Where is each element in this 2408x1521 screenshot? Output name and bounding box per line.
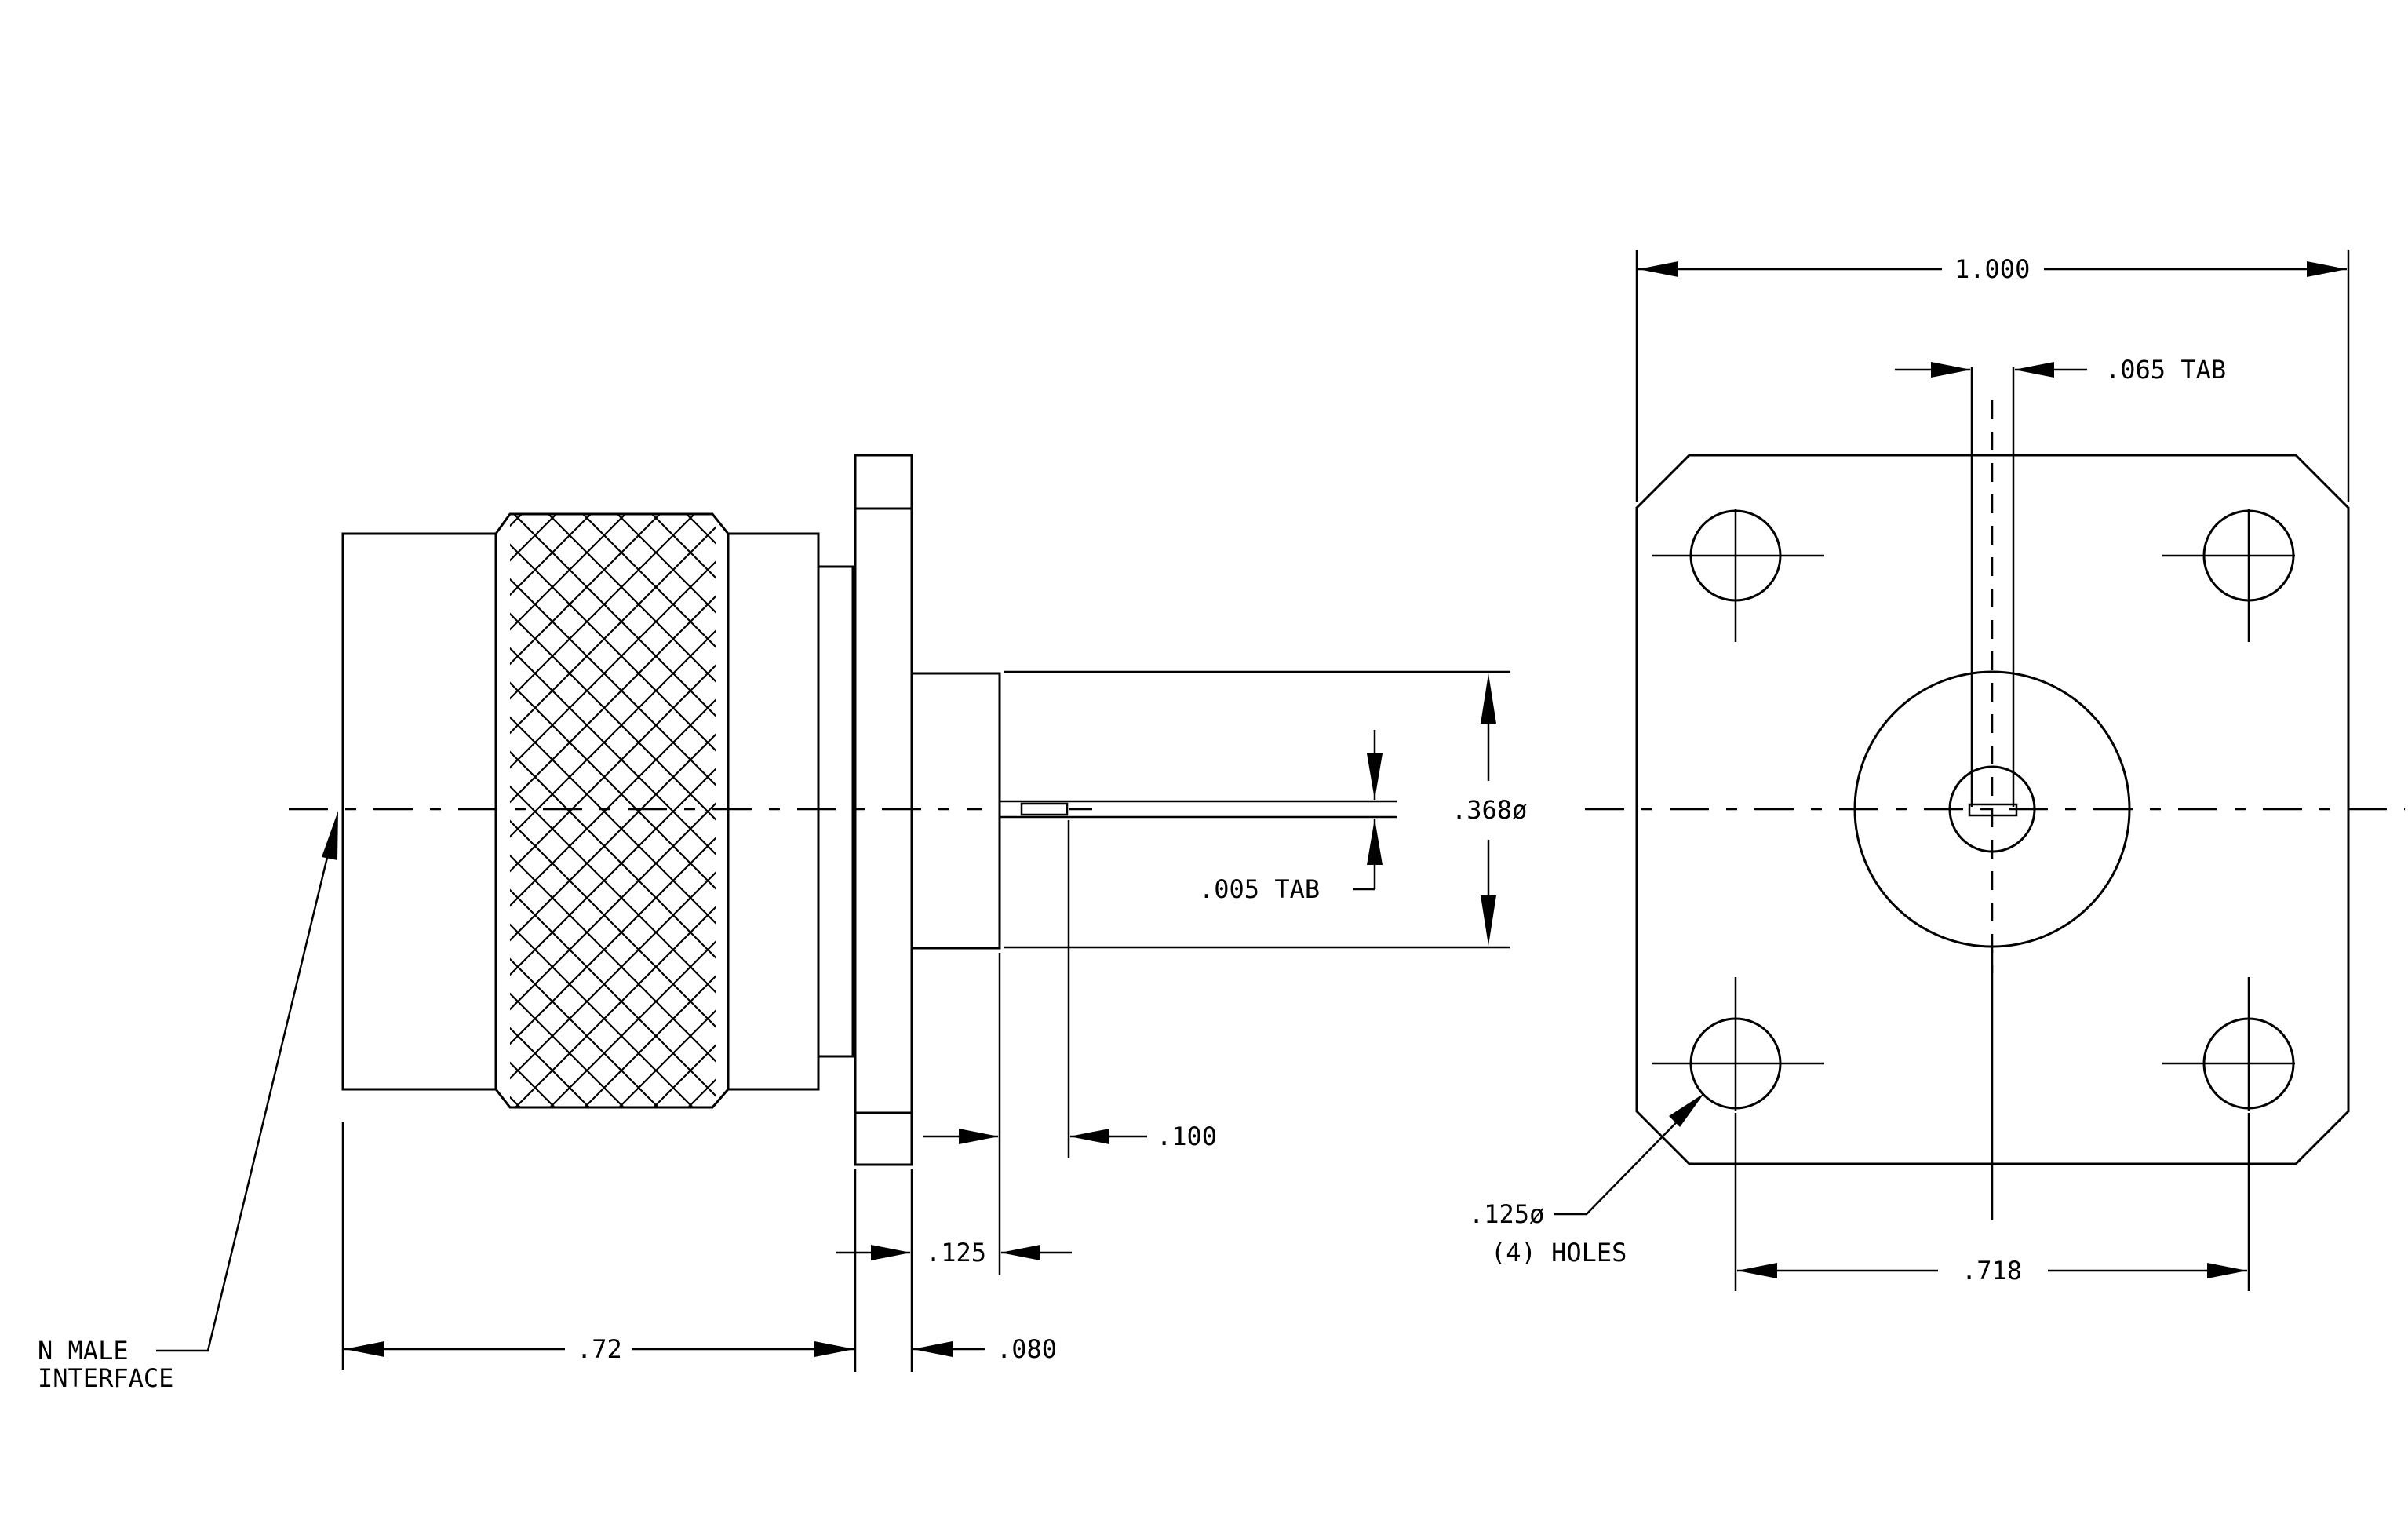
front-body <box>341 532 497 1091</box>
interface-leader <box>156 818 338 1352</box>
rear-body <box>727 532 820 1091</box>
dim-718-label: .718 <box>1962 1256 2022 1286</box>
arrowhead <box>322 811 338 860</box>
arrowhead <box>1069 1129 1109 1144</box>
arrowhead <box>1000 1245 1040 1260</box>
arrowhead <box>1481 895 1496 946</box>
dim-72-label: .72 <box>577 1334 622 1364</box>
arrowhead <box>1931 362 1971 378</box>
holes-leader <box>1554 1098 1700 1216</box>
dim-1000-label: 1.000 <box>1954 254 2030 284</box>
arrowhead <box>2207 1263 2247 1278</box>
arrowhead <box>1367 753 1383 800</box>
mounting-hole <box>2162 977 2295 1111</box>
arrowhead <box>2307 261 2347 277</box>
interface-label-line1: N MALE <box>38 1336 129 1366</box>
holes-count-label: (4) HOLES <box>1491 1238 1627 1268</box>
dim-065-tab-label: .065 TAB <box>2105 355 2226 385</box>
arrowhead <box>1737 1263 1777 1278</box>
rear-boss <box>910 672 1001 950</box>
dim-100-label: .100 <box>1157 1122 1217 1151</box>
arrowhead <box>814 1341 854 1357</box>
arrowhead <box>344 1341 384 1357</box>
arrowhead <box>871 1245 911 1260</box>
end-view: 1.000 .065 TAB .718 .125ø (4) HOLES <box>1469 250 2405 1291</box>
dim-080-label: .080 <box>996 1334 1057 1364</box>
arrowhead <box>1669 1093 1704 1127</box>
arrowhead <box>959 1129 999 1144</box>
tab-slot <box>1020 802 1069 816</box>
side-view: .368ø .005 TAB .100 .125 .72 . <box>38 454 1527 1393</box>
mounting-hole <box>1652 509 1824 642</box>
mounting-hole <box>1652 977 1824 1111</box>
coupling-nut <box>494 512 730 1109</box>
arrowhead <box>1367 819 1383 865</box>
dim-005-tab-label: .005 TAB <box>1199 874 1320 904</box>
interface-label-line2: INTERFACE <box>38 1363 173 1393</box>
neck <box>817 565 854 1058</box>
flange-outline <box>1635 454 2350 1165</box>
dim-368-label: .368ø <box>1452 795 1527 825</box>
mounting-hole <box>2162 509 2295 642</box>
arrowhead <box>1638 261 1678 277</box>
arrowhead <box>913 1341 953 1357</box>
arrowhead <box>1481 673 1496 724</box>
holes-dia-label: .125ø <box>1469 1199 1544 1229</box>
dim-125-label: .125 <box>926 1238 986 1268</box>
arrowhead <box>2014 362 2054 378</box>
knurl-pattern <box>510 514 716 1107</box>
